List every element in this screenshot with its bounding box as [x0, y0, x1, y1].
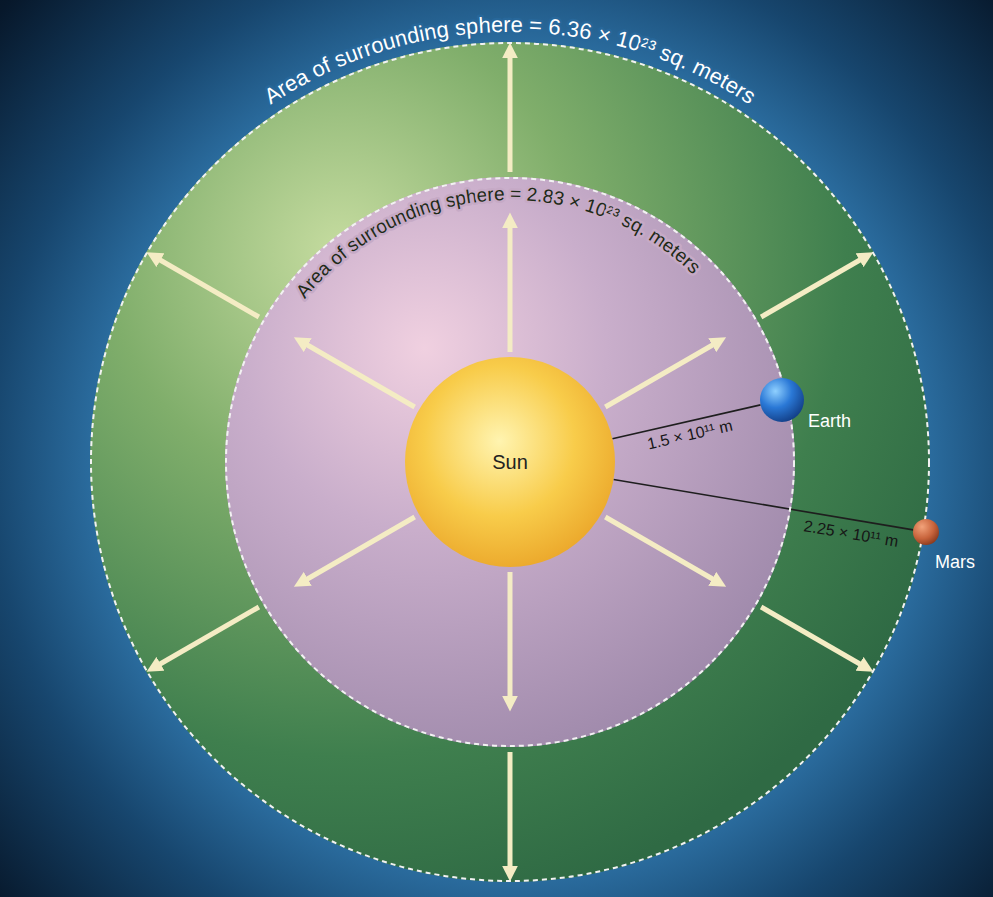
- light-rays: [155, 52, 865, 872]
- light-ray: [155, 607, 259, 667]
- sphere-area-label: Area of surrounding sphere = 2.83 × 10²³…: [292, 183, 705, 302]
- planet-label: Mars: [935, 552, 975, 573]
- light-ray: [508, 222, 513, 352]
- sphere-area-label: Area of surrounding sphere = 6.36 × 10²³…: [260, 12, 761, 109]
- sun-circle: Sun: [405, 357, 615, 567]
- planet-label: Earth: [808, 411, 851, 432]
- distance-label: 2.25 × 10¹¹ m: [802, 517, 899, 551]
- light-ray: [761, 607, 865, 667]
- light-ray: [508, 752, 513, 872]
- distance-label: 1.5 × 10¹¹ m: [645, 417, 734, 454]
- sphere-area-text: Area of surrounding sphere = 6.36 × 10²³…: [260, 12, 761, 109]
- light-ray: [155, 257, 259, 317]
- light-ray: [508, 52, 513, 172]
- light-ray: [302, 517, 415, 582]
- mars-planet-outline: [913, 519, 939, 545]
- dashed-boundary: [91, 43, 929, 881]
- sun-label: Sun: [492, 451, 528, 474]
- light-ray: [761, 257, 865, 317]
- light-ray: [605, 517, 718, 582]
- dashed-boundary: [226, 178, 794, 746]
- inner-sphere: Area of surrounding sphere = 2.83 × 10²³…: [225, 177, 795, 747]
- light-ray: [508, 572, 513, 702]
- outer-sphere: Area of surrounding sphere = 6.36 × 10²³…: [90, 42, 930, 882]
- earth-planet-outline: [760, 378, 804, 422]
- outer-sphere-fill: [90, 42, 930, 882]
- planet-disc: [760, 378, 804, 422]
- mars-planet: Mars: [913, 519, 939, 545]
- light-ray: [605, 342, 718, 407]
- earth-planet: Earth: [760, 378, 804, 422]
- distance-line: [614, 479, 914, 529]
- sphere-area-text: Area of surrounding sphere = 2.83 × 10²³…: [292, 183, 705, 302]
- light-ray: [302, 342, 415, 407]
- planet-disc: [913, 519, 939, 545]
- sun-disc: [405, 357, 615, 567]
- inner-sphere-fill: [225, 177, 795, 747]
